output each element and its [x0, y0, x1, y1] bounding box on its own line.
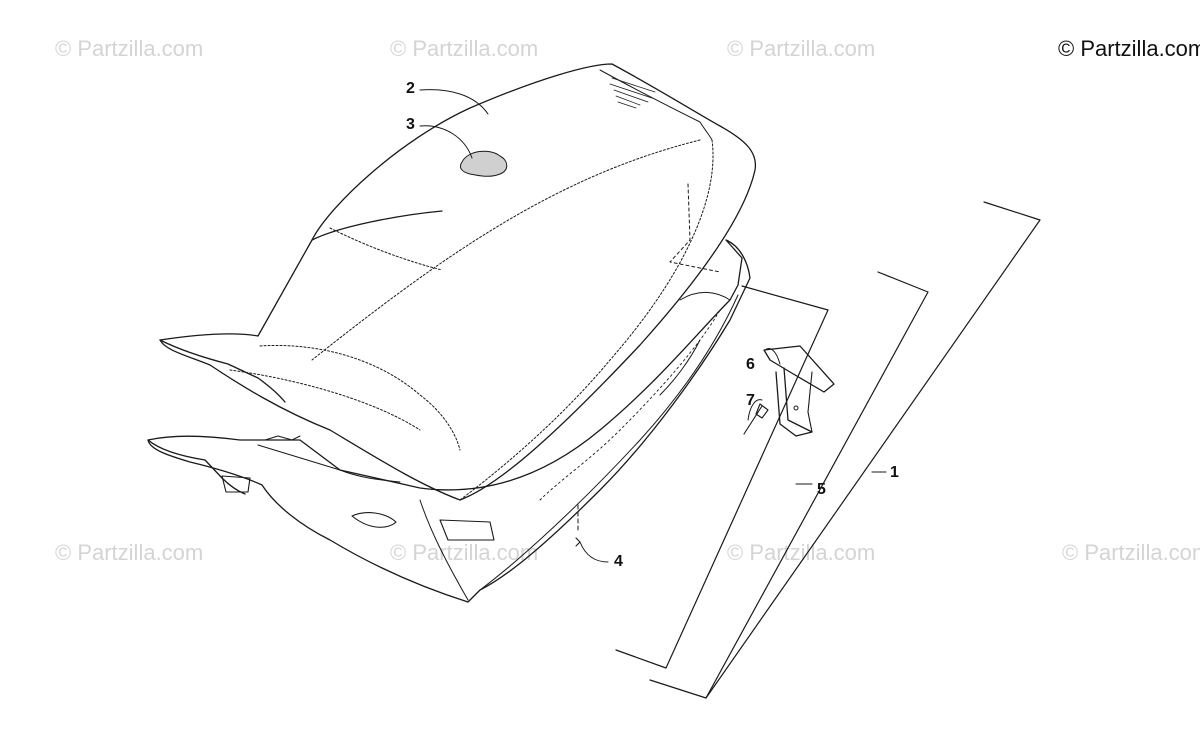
group-bracket-5 — [615, 285, 829, 669]
watermark: © Partzilla.com — [1062, 540, 1200, 565]
group-bracket-1-outer — [705, 201, 1041, 699]
callout-5: 5 — [817, 481, 826, 498]
callout-4: 4 — [614, 553, 623, 570]
seat-emblem — [459, 150, 508, 177]
leader-lines — [419, 89, 781, 563]
group-bracket-1 — [649, 271, 929, 699]
copyright-text: © Partzilla.com — [1058, 36, 1200, 61]
callout-1: 1 — [890, 464, 899, 481]
watermark: © Partzilla.com — [390, 36, 539, 61]
watermark: © Partzilla.com — [55, 36, 204, 61]
seat-bracket — [763, 345, 835, 437]
rivet — [743, 403, 769, 435]
watermark: © Partzilla.com — [727, 36, 876, 61]
seat-base — [147, 239, 751, 603]
watermark: © Partzilla.com — [55, 540, 204, 565]
callout-6: 6 — [746, 356, 755, 373]
callout-2: 2 — [406, 80, 415, 97]
seat-cushion — [159, 63, 757, 501]
callout-3: 3 — [406, 116, 415, 133]
watermark: © Partzilla.com — [390, 540, 539, 565]
callout-7: 7 — [746, 392, 755, 409]
